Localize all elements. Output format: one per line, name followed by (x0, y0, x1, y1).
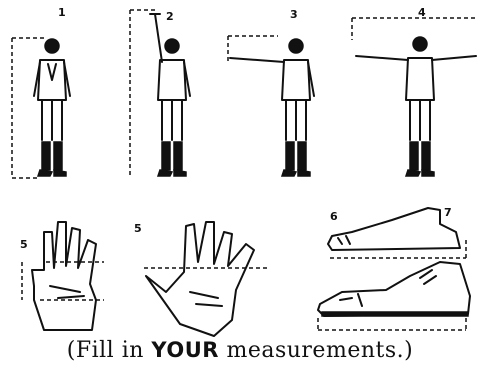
figure-4-arm-span (352, 18, 476, 176)
caption-emphasis: YOUR (151, 338, 219, 362)
figure-number-2: 2 (166, 10, 174, 23)
caption-close: measurements.) (219, 338, 413, 363)
figure-1-height (12, 38, 70, 178)
caption: (Fill in YOUR measurements.) (0, 338, 480, 363)
figure-number-3: 3 (290, 8, 298, 21)
hand-span (144, 222, 268, 336)
scout-figure (34, 39, 70, 176)
figure-number-6: 6 (330, 210, 338, 223)
hand-palm-length (22, 222, 104, 330)
figure-number-5b: 5 (134, 222, 142, 235)
figure-number-4: 4 (418, 6, 426, 19)
caption-open: (Fill in (67, 338, 152, 363)
figure-2-reach (130, 10, 190, 178)
figure-3-arm-span-half (228, 36, 314, 176)
figure-number-7: 7 (444, 206, 452, 219)
figure-number-1: 1 (58, 6, 66, 19)
shoe-length (318, 262, 470, 330)
figure-number-5a: 5 (20, 238, 28, 251)
